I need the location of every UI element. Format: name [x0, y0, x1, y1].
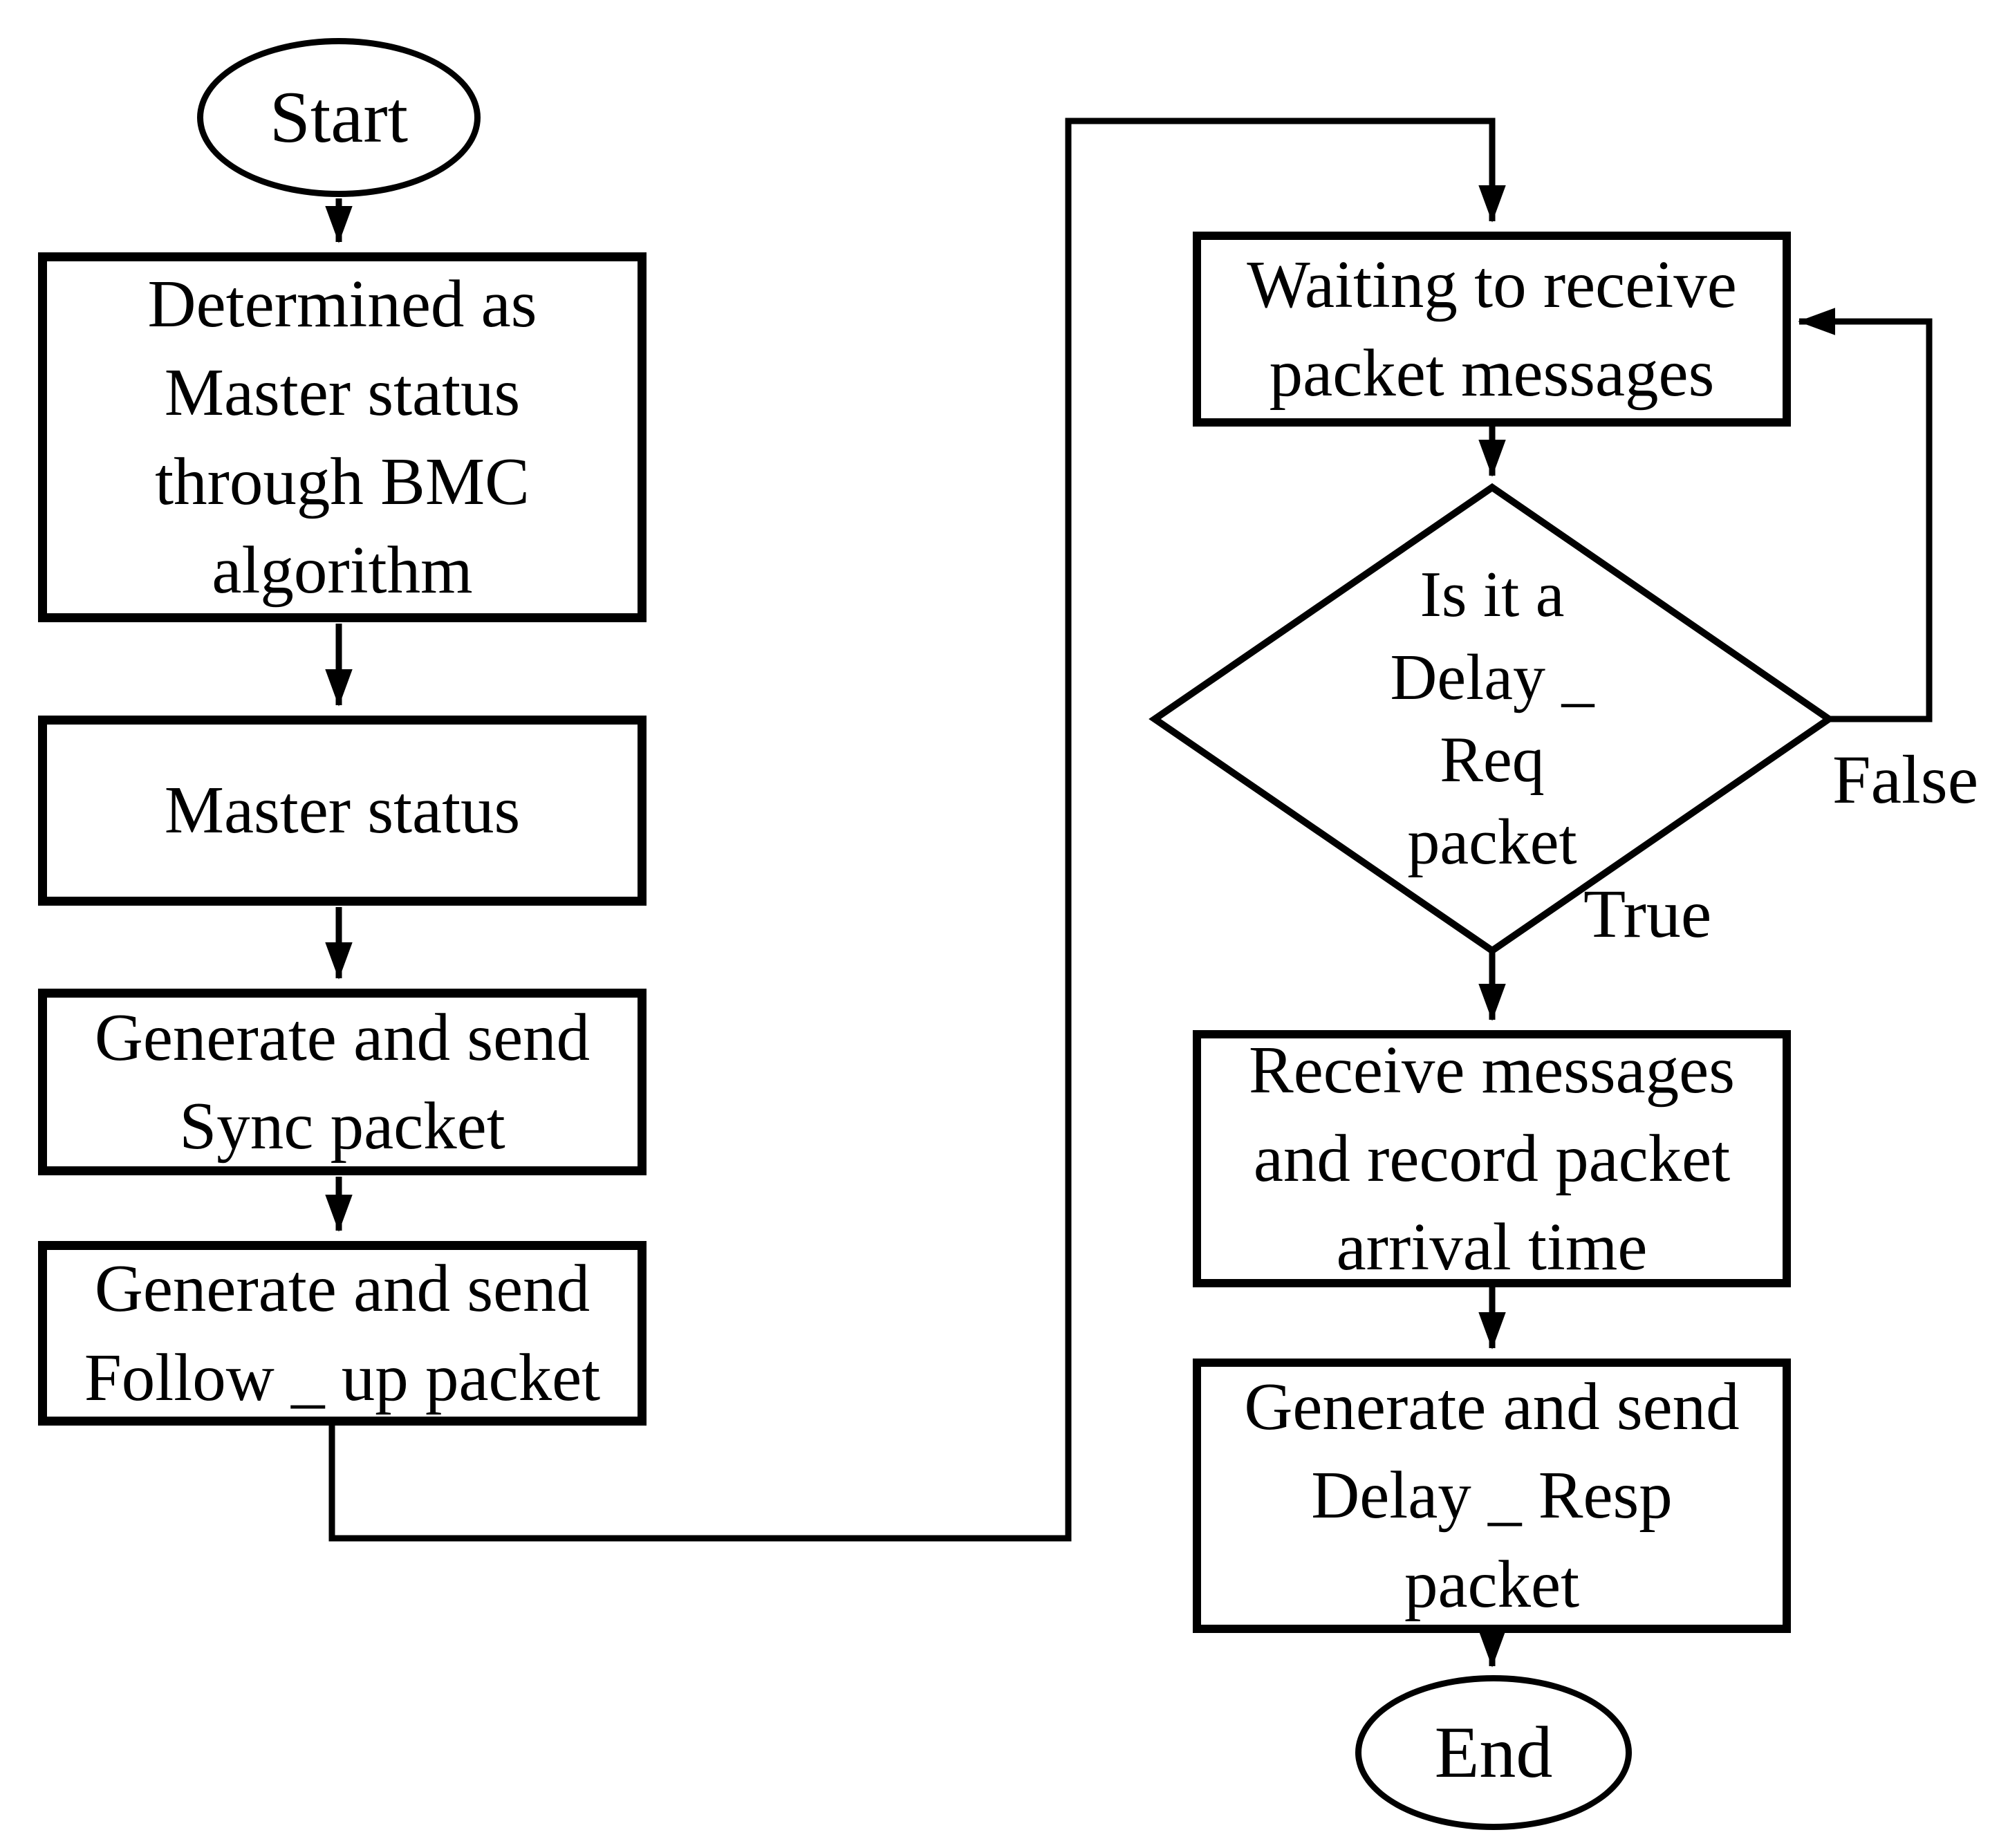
decision-diamond — [1149, 483, 1835, 955]
node-line: and record packet — [1253, 1121, 1731, 1195]
node-end-label: End — [1434, 1712, 1553, 1793]
node-generate-sync-packet: Generate and send Sync packet — [38, 989, 647, 1175]
node-line: Generate and send — [94, 1000, 591, 1074]
decision-line: Delay _ — [1390, 641, 1594, 713]
node-line: Delay _ Resp — [1311, 1458, 1673, 1533]
node-line: Generate and send — [94, 1251, 591, 1326]
node-line: packet — [1404, 1547, 1580, 1621]
node-waiting-receive-packets: Waiting to receive packet messages — [1193, 232, 1791, 427]
node-generate-follow-up-packet: Generate and send Follow _ up packet — [38, 1241, 647, 1426]
decision-delay-req-label: Is it a Delay _ Req packet — [1319, 553, 1665, 885]
node-start-label: Start — [269, 77, 409, 158]
node-line: Sync packet — [179, 1089, 505, 1163]
node-line: Follow _ up packet — [84, 1340, 601, 1415]
node-line: packet messages — [1269, 336, 1715, 410]
node-line: Waiting to receive — [1247, 247, 1737, 321]
decision-line: Req — [1440, 724, 1545, 796]
node-determined-master-bmc: Determined as Master status through BMC … — [38, 252, 647, 622]
edge-label-true: True — [1583, 875, 1712, 952]
node-line: algorithm — [212, 532, 473, 607]
node-line: Receive messages — [1249, 1032, 1735, 1107]
node-end: End — [1355, 1675, 1632, 1830]
node-line: Master status — [164, 773, 521, 848]
node-generate-delay-resp-packet: Generate and send Delay _ Resp packet — [1193, 1359, 1791, 1633]
node-start: Start — [197, 38, 481, 197]
node-receive-record-arrival: Receive messages and record packet arriv… — [1193, 1030, 1791, 1287]
node-line: through BMC — [155, 444, 530, 519]
node-line: Master status — [164, 355, 521, 430]
node-line: arrival time — [1336, 1210, 1648, 1285]
edge-decision-false-loop — [1798, 308, 1933, 722]
decision-line: packet — [1407, 806, 1577, 879]
node-line: Determined as — [147, 267, 537, 342]
node-line: Generate and send — [1244, 1370, 1740, 1444]
node-master-status: Master status — [38, 716, 647, 906]
edge-follow-to-waiting — [328, 118, 1506, 1542]
decision-line: Is it a — [1420, 559, 1565, 631]
edge-label-false: False — [1832, 741, 1979, 818]
